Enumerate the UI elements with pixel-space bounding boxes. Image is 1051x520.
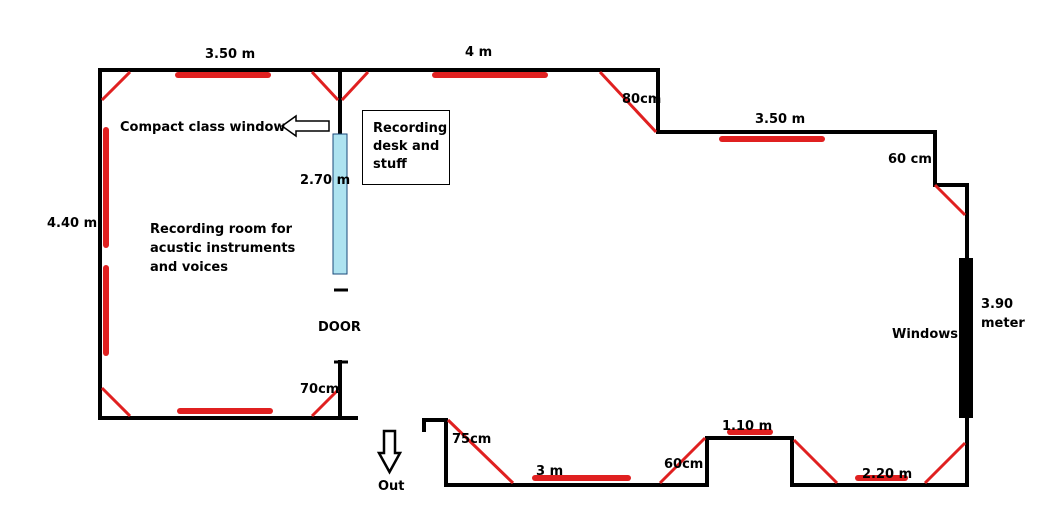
bass-trap [340, 70, 370, 102]
door-label: DOOR [318, 320, 361, 335]
desk-label-line2: desk and [373, 139, 440, 154]
compact-class-glass [332, 133, 348, 275]
dimension-right-unit: meter [981, 316, 1025, 331]
arrow-down-icon [376, 429, 403, 475]
bass-trap [100, 70, 132, 102]
exterior-windows [959, 258, 973, 418]
dimension-bottom-3m: 3 m [536, 464, 563, 479]
bass-trap [598, 70, 658, 134]
dimension-right-step: 3.50 m [755, 112, 805, 127]
dimension-corner-top: 80cm [622, 92, 661, 107]
compact-window-label: Compact class window [120, 120, 285, 135]
recording-room-label-line3: and voices [150, 260, 228, 275]
labels: 3.50 m 4 m 3.50 m 4.40 m 2.70 m 80cm 60 … [47, 45, 1025, 494]
dimension-bottom-220: 2.20 m [862, 467, 912, 482]
acoustic-panels [103, 72, 908, 481]
bass-trap [310, 70, 340, 102]
corner-bass-traps [100, 70, 967, 485]
bass-trap [792, 438, 839, 485]
bass-trap [933, 183, 967, 217]
arrow-left-icon [280, 114, 330, 138]
recording-room-label-line1: Recording room for [150, 222, 293, 237]
recording-desk-note: Recording desk and stuff [362, 110, 450, 185]
dimension-top-mid: 4 m [465, 45, 492, 60]
desk-label-line3: stuff [373, 157, 407, 172]
dimension-left: 4.40 m [47, 216, 97, 231]
bass-trap [658, 436, 707, 485]
dimension-right: 3.90 [981, 297, 1013, 312]
bass-trap [446, 418, 515, 485]
dimension-bottom-110: 1.10 m [722, 419, 772, 434]
dimension-corner-right: 60 cm [888, 152, 932, 167]
dimension-bottom-left-corner: 70cm [300, 382, 339, 397]
windows-label: Windows [892, 327, 958, 342]
desk-label-line1: Recording [373, 121, 448, 136]
dimension-glass: 2.70 m [300, 173, 350, 188]
out-label: Out [378, 479, 405, 494]
bass-trap [310, 388, 340, 418]
recording-room-label-line2: acustic instruments [150, 241, 296, 256]
main-room-walls [338, 68, 969, 487]
recording-room-walls [98, 68, 358, 420]
dimension-top-left: 3.50 m [205, 47, 255, 62]
dimension-bottom-75: 75cm [452, 432, 491, 447]
bass-trap [100, 386, 132, 418]
dimension-bottom-60: 60cm [664, 457, 703, 472]
bass-trap [923, 441, 967, 485]
